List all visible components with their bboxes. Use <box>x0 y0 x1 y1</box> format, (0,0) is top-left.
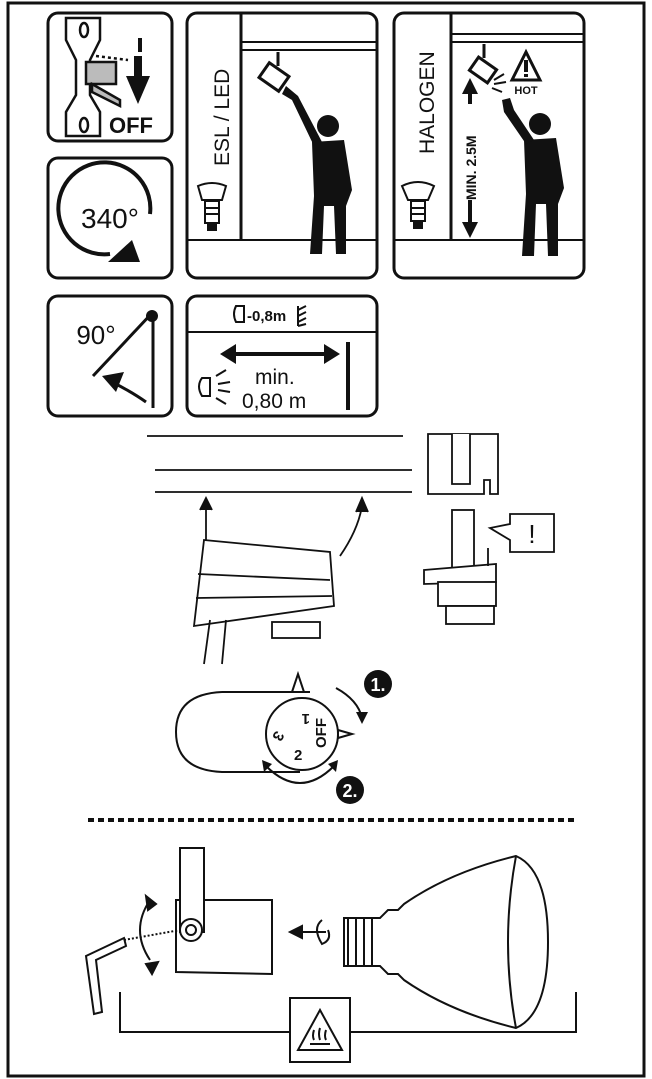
dial-diagram: OFF 1 2 3 1. 2. <box>174 670 392 804</box>
halogen-bulb-icon <box>400 181 436 229</box>
wall-icon <box>346 342 350 410</box>
hot-spotlight-icon <box>467 44 507 93</box>
hot-surface-warning-box <box>289 997 351 1063</box>
halogen-panel: HALOGEN MIN. 2.5M HOT <box>392 11 586 280</box>
halogen-label: HALOGEN <box>416 51 439 154</box>
esl-led-label: ESL / LED <box>211 69 234 166</box>
par-bulb-icon <box>343 854 550 1030</box>
distance-panel: -0,8m min. 0,80 m <box>185 294 379 418</box>
track-adapter-icon <box>192 539 335 665</box>
rocker-switch-icon <box>64 16 129 138</box>
warning-callout-mark: ! <box>528 519 535 549</box>
spotlight-icon <box>256 52 292 94</box>
dial-position-off: OFF <box>313 718 330 748</box>
track-profile-icon <box>423 433 499 625</box>
dial-position-1: 1 <box>302 710 310 727</box>
lamp-light-icon <box>198 369 231 405</box>
esl-led-panel: ESL / LED <box>185 11 379 280</box>
dial-position-2: 2 <box>294 747 302 764</box>
small-lamp-icon <box>233 305 245 323</box>
tilt-arrow-icon <box>102 372 124 392</box>
rotation-arrowhead-icon <box>108 240 140 262</box>
tilt-panel: 90° <box>46 294 174 418</box>
step2-badge <box>336 776 364 804</box>
distance-line1: min. <box>255 366 295 389</box>
hatch-wall-icon <box>297 305 307 327</box>
tilt-label: 90° <box>76 320 115 350</box>
height-arrow-icon <box>462 78 478 238</box>
step2-label: 2. <box>342 781 357 801</box>
hot-label: HOT <box>514 85 538 97</box>
person-figure-icon <box>282 86 352 254</box>
rotation-panel: 340° <box>46 156 174 280</box>
warning-triangle-icon <box>509 48 543 82</box>
led-bulb-icon <box>196 182 228 231</box>
distance-header: -0,8m <box>247 308 286 325</box>
step2-arrow-right-icon <box>328 760 338 772</box>
lamp-replacement-diagram <box>84 847 577 1063</box>
pivot-icon <box>146 310 158 322</box>
off-label: OFF <box>109 113 153 138</box>
arrow-down-icon <box>126 38 150 104</box>
min-height-label: MIN. 2.5M <box>463 135 479 200</box>
rotation-arc-icon <box>56 160 153 257</box>
distance-line2: 0,80 m <box>242 390 306 413</box>
step1-badge <box>364 670 392 698</box>
distance-arrow-icon <box>220 344 340 364</box>
track-mounting-diagram <box>147 433 555 665</box>
person-figure-icon <box>502 98 564 256</box>
warning-callout-icon <box>487 513 555 553</box>
switch-off-panel: OFF <box>46 11 174 143</box>
step1-label: 1. <box>370 675 385 695</box>
page-frame <box>6 1 646 1078</box>
step2-arrow-left-icon <box>262 760 272 772</box>
rotation-label: 340° <box>81 203 139 234</box>
dial-pointer-icon <box>337 728 356 740</box>
allen-key-icon <box>84 936 128 1016</box>
step1-arrow-icon <box>356 712 368 724</box>
